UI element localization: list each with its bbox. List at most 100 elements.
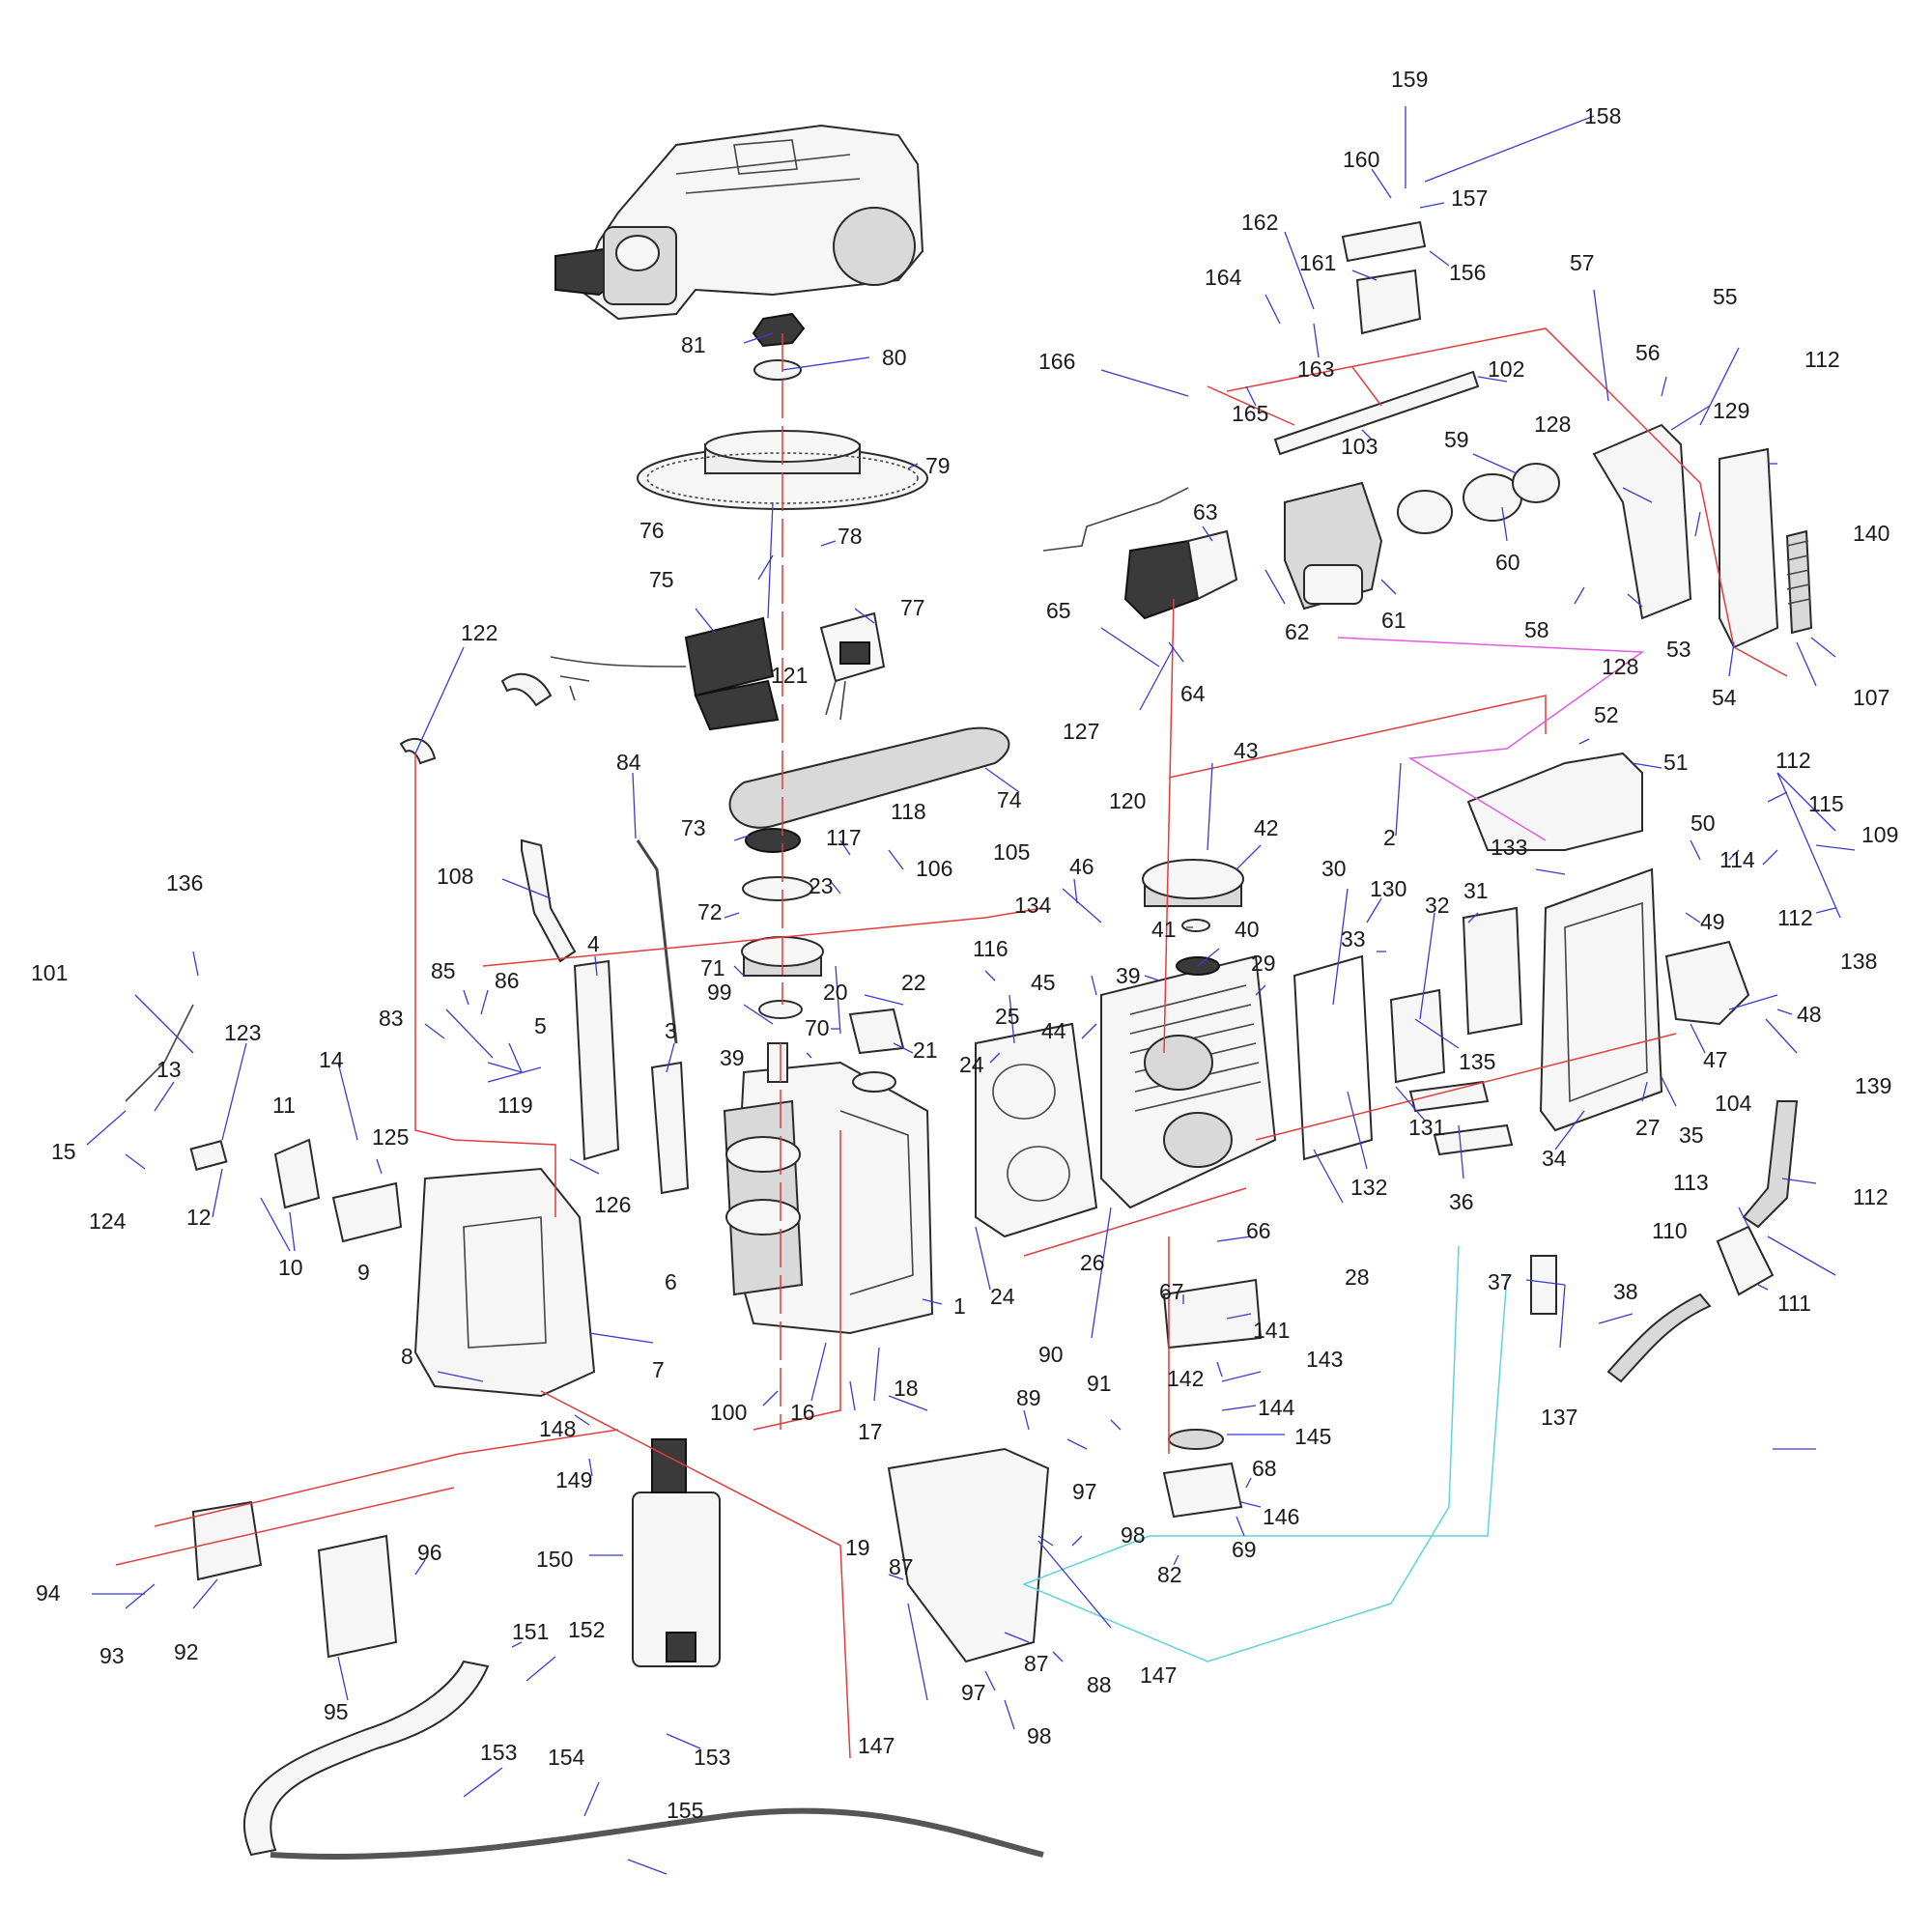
cylinder-block <box>1100 954 1277 1209</box>
callout-41: 41 <box>1151 917 1177 942</box>
spark-plugs <box>1408 1080 1514 1156</box>
callout-35: 35 <box>1679 1122 1704 1148</box>
callout-79: 79 <box>925 453 951 478</box>
pulley-nut <box>745 828 801 853</box>
callout-158: 158 <box>1584 103 1621 128</box>
callout-144: 144 <box>1258 1395 1295 1420</box>
cam-washer <box>1181 919 1210 932</box>
timing-belt <box>728 726 1010 829</box>
callout-125: 125 <box>372 1124 409 1150</box>
callout-78: 78 <box>838 524 863 549</box>
rectifier-plate <box>317 1534 398 1659</box>
stator-coil-right <box>819 611 886 721</box>
callout-153a: 153 <box>480 1740 517 1765</box>
callout-83: 83 <box>379 1006 404 1031</box>
water-pump-base <box>1162 1278 1263 1350</box>
callout-labels: 1 2 3 4 5 6 7 8 9 10 11 12 13 14 15 16 1… <box>31 67 1898 1823</box>
callout-132: 132 <box>1350 1175 1387 1200</box>
callout-160: 160 <box>1343 147 1379 172</box>
dipstick <box>636 839 678 1044</box>
callout-143: 143 <box>1306 1347 1343 1372</box>
callout-85: 85 <box>431 958 456 983</box>
callout-6: 6 <box>665 1269 677 1294</box>
callout-73: 73 <box>681 815 706 840</box>
callout-87a: 87 <box>889 1554 914 1579</box>
callout-50: 50 <box>1690 810 1716 836</box>
callout-134: 134 <box>1014 893 1052 918</box>
callout-67: 67 <box>1159 1279 1184 1304</box>
callout-28: 28 <box>1345 1264 1370 1290</box>
callout-153b: 153 <box>694 1745 730 1770</box>
head-cover-gasket <box>1293 954 1374 1161</box>
linkage-rod-103 <box>1273 370 1480 456</box>
callout-147a: 147 <box>1140 1662 1177 1688</box>
callout-44: 44 <box>1041 1018 1066 1043</box>
callout-31: 31 <box>1463 878 1489 903</box>
callout-69: 69 <box>1232 1537 1257 1562</box>
callout-130: 130 <box>1370 876 1406 901</box>
callout-55: 55 <box>1713 284 1738 309</box>
callout-154: 154 <box>548 1745 585 1770</box>
callout-56: 56 <box>1635 340 1661 365</box>
callout-39a: 39 <box>720 1045 745 1070</box>
callout-70: 70 <box>805 1015 830 1040</box>
callout-38: 38 <box>1613 1279 1638 1304</box>
callout-105: 105 <box>993 839 1030 865</box>
callout-116: 116 <box>973 936 1009 961</box>
callout-152: 152 <box>568 1617 605 1642</box>
crankcase-assembly <box>723 1042 934 1335</box>
callout-139: 139 <box>1855 1073 1891 1098</box>
callout-146: 146 <box>1263 1504 1299 1529</box>
callout-148: 148 <box>539 1416 576 1441</box>
callout-135: 135 <box>1459 1049 1495 1074</box>
callout-7: 7 <box>652 1357 665 1382</box>
callout-43: 43 <box>1234 738 1259 763</box>
callout-leaders <box>86 106 1856 1875</box>
exhaust-cover <box>1719 447 1779 649</box>
callout-111: 111 <box>1777 1291 1811 1316</box>
callout-163: 163 <box>1297 356 1334 382</box>
callout-112b: 112 <box>1776 748 1811 773</box>
callout-66: 66 <box>1246 1218 1271 1243</box>
callout-126: 126 <box>594 1192 631 1217</box>
callout-52: 52 <box>1594 702 1619 727</box>
callout-2: 2 <box>1383 825 1396 850</box>
timing-belt-cover <box>1466 752 1643 851</box>
callout-99: 99 <box>707 980 732 1005</box>
throttle-cam-10 <box>273 1138 321 1209</box>
callout-164: 164 <box>1205 265 1242 290</box>
starter-motor <box>632 1438 721 1667</box>
callout-156: 156 <box>1449 260 1486 285</box>
callout-12: 12 <box>186 1205 212 1230</box>
callout-115: 115 <box>1808 791 1844 816</box>
callout-136: 136 <box>166 870 203 895</box>
hose-108 <box>521 838 577 963</box>
callout-128b: 128 <box>1602 654 1638 679</box>
callout-16: 16 <box>790 1400 815 1425</box>
cover-plate-31 <box>1462 906 1523 1036</box>
callout-98b: 98 <box>1027 1723 1052 1748</box>
callout-74: 74 <box>997 787 1022 812</box>
callout-45: 45 <box>1031 970 1056 995</box>
callout-25: 25 <box>995 1004 1020 1029</box>
fuel-hose-113 <box>1742 1100 1799 1229</box>
callout-1: 1 <box>953 1293 966 1319</box>
callout-15: 15 <box>51 1139 76 1164</box>
callout-4: 4 <box>587 931 600 956</box>
callout-36: 36 <box>1449 1189 1474 1214</box>
callout-157: 157 <box>1451 185 1488 211</box>
callout-53: 53 <box>1666 637 1691 662</box>
callout-123: 123 <box>224 1020 261 1045</box>
callout-89: 89 <box>1016 1385 1041 1410</box>
callout-32: 32 <box>1425 893 1450 918</box>
callout-151: 151 <box>512 1619 549 1644</box>
callout-59: 59 <box>1444 427 1469 452</box>
assembly-lines <box>115 327 1788 1759</box>
flywheel-washer <box>753 359 802 381</box>
flywheel-nut <box>752 312 806 348</box>
bearing-shell-upper <box>500 672 553 707</box>
callout-61: 61 <box>1381 608 1406 633</box>
recoil-starter-cover <box>554 124 924 321</box>
callout-145: 145 <box>1294 1424 1331 1449</box>
